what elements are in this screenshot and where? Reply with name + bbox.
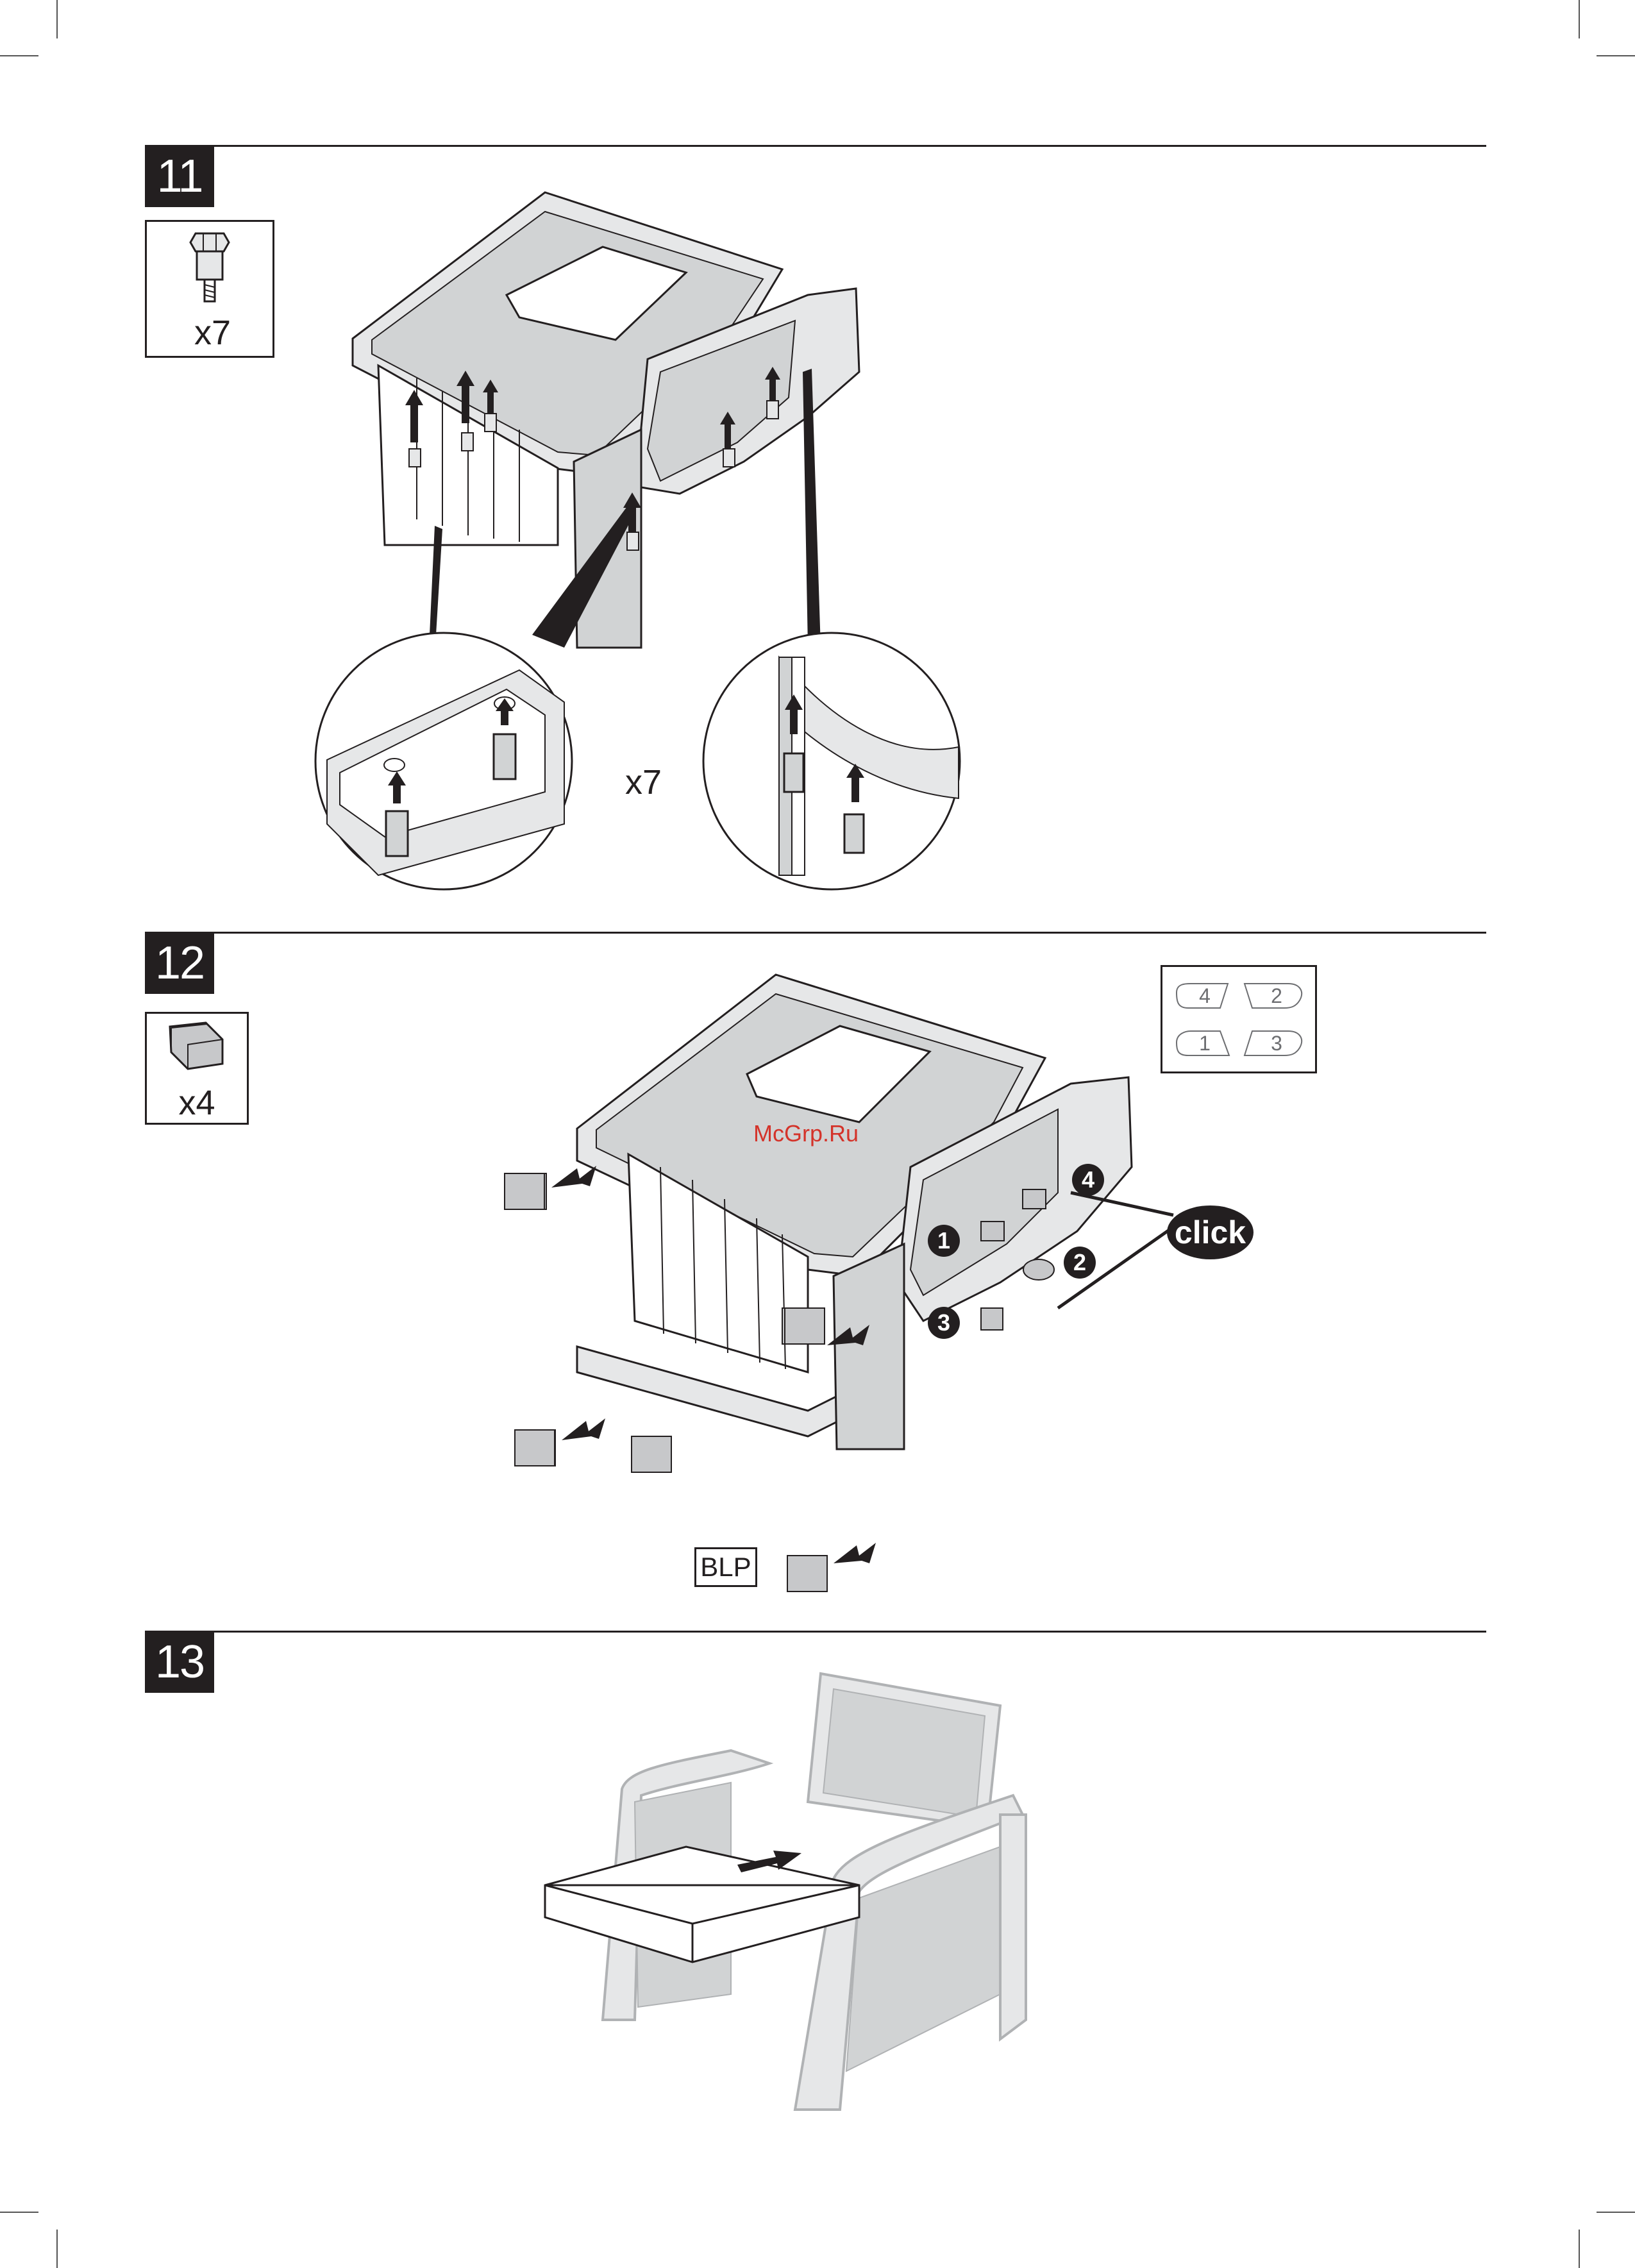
step-13-number: 13 (145, 1632, 214, 1693)
callout-1: 1 (928, 1225, 960, 1257)
blp-label: BLP (694, 1547, 757, 1587)
callout-3: 3 (928, 1307, 960, 1339)
watermark: McGrp.Ru (753, 1120, 859, 1147)
click-callout: click (1167, 1205, 1254, 1259)
step-13-armchair-illustration (539, 1661, 1064, 2110)
step-13-rule (145, 1631, 1486, 1633)
callout-4: 4 (1072, 1164, 1104, 1196)
callout-2: 2 (1064, 1247, 1096, 1279)
